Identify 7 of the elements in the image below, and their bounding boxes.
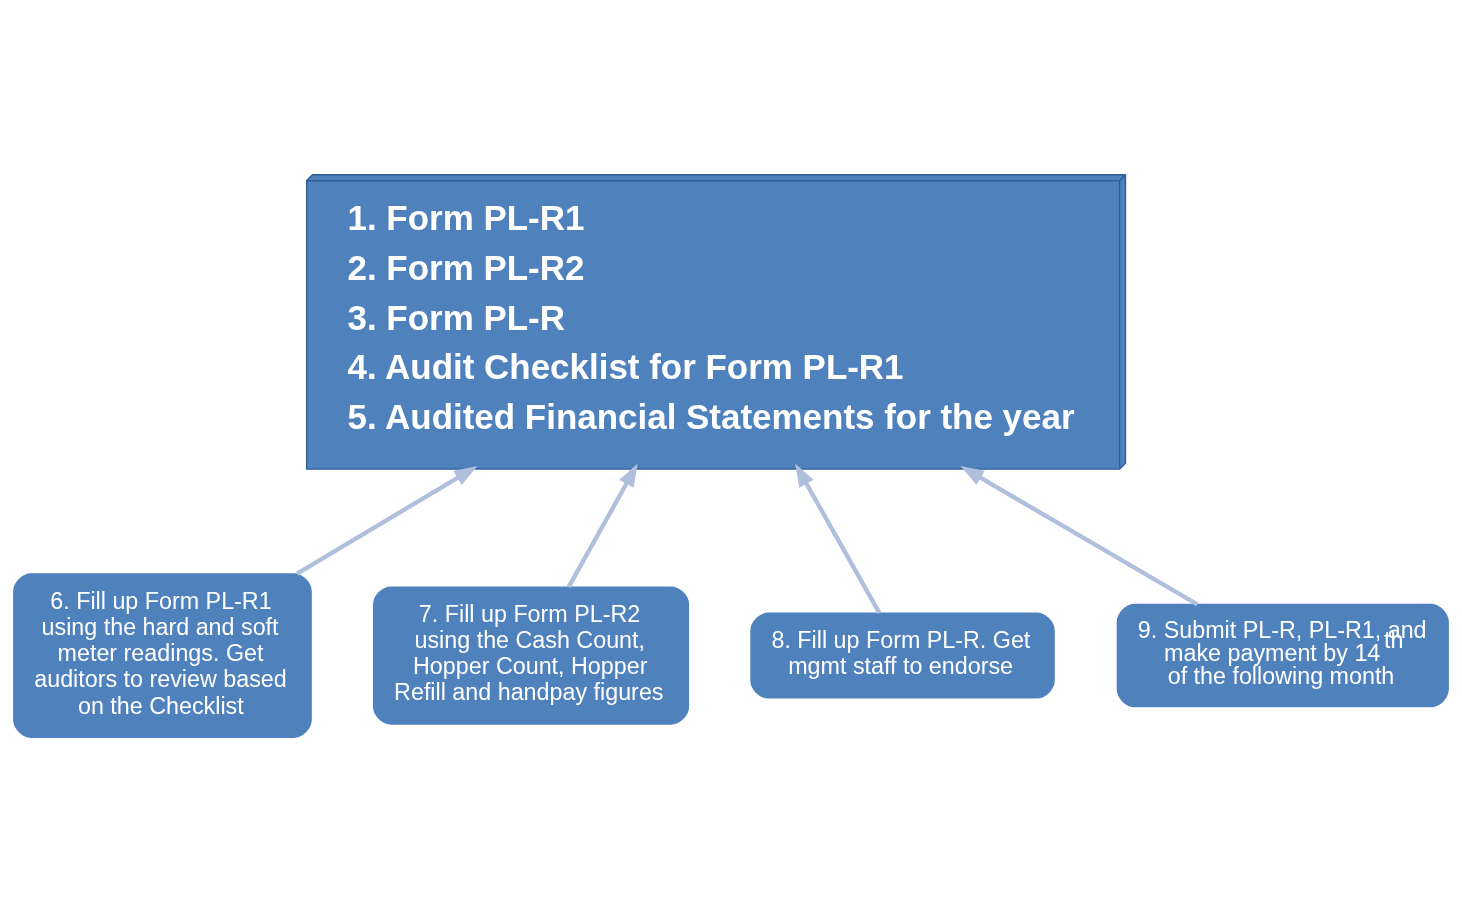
arrow <box>566 463 638 588</box>
node-box: 8. Fill up Form PL-R. Get mgmt staff to endorse <box>750 612 1055 699</box>
arrow <box>960 466 1199 607</box>
arrow <box>296 465 478 576</box>
node-box: 6. Fill up Form PL-R1 using the hard and soft meter readings. Get auditors to review based on the Checklist <box>13 573 312 738</box>
arrow <box>795 463 882 614</box>
node-box: 7. Fill up Form PL-R2 using the Cash Count, Hopper Count, Hopper Refill and handpay figures <box>372 586 690 725</box>
